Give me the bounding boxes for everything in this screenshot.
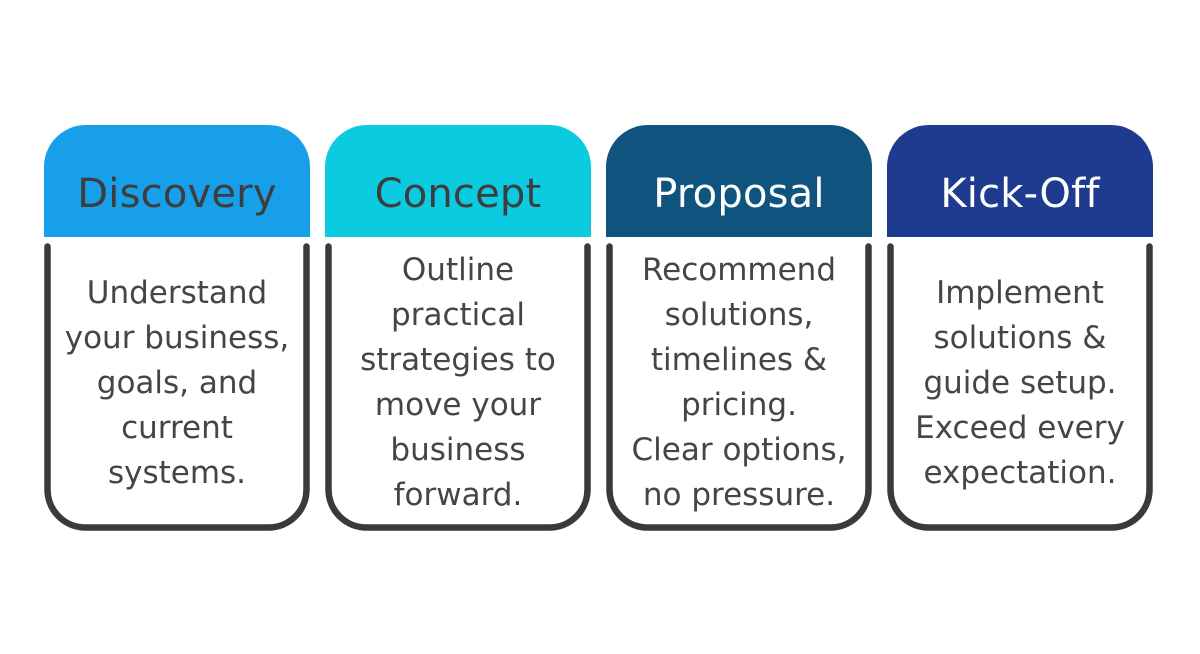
card-concept-body: Outline practical strategies to move you…	[325, 243, 591, 531]
card-proposal: Proposal Recommend solutions, timelines …	[606, 125, 872, 531]
card-kick-off: Kick-Off Implement solutions & guide set…	[887, 125, 1153, 531]
card-outline-path	[887, 243, 1153, 531]
card-kick-off-body: Implement solutions & guide setup. Excee…	[887, 243, 1153, 531]
card-kick-off-description: Implement solutions & guide setup. Excee…	[915, 274, 1125, 491]
card-discovery-header: Discovery	[44, 125, 310, 237]
card-proposal-description: Recommend solutions, timelines & pricing…	[631, 252, 847, 513]
process-cards-row: Discovery Understand your business, goal…	[44, 125, 1153, 531]
card-outline-shape	[606, 243, 872, 531]
card-kick-off-header: Kick-Off	[887, 125, 1153, 237]
card-outline-path	[44, 243, 310, 531]
card-proposal-header: Proposal	[606, 125, 872, 237]
card-concept-description: Outline practical strategies to move you…	[360, 252, 556, 513]
card-outline-path	[325, 243, 591, 531]
card-outline-path	[606, 243, 872, 531]
card-discovery-title: Discovery	[77, 171, 277, 217]
card-kick-off-title: Kick-Off	[940, 171, 1100, 217]
card-discovery: Discovery Understand your business, goal…	[44, 125, 310, 531]
card-outline-shape	[44, 243, 310, 531]
card-proposal-title: Proposal	[653, 171, 825, 217]
card-outline-shape	[325, 243, 591, 531]
card-concept-header: Concept	[325, 125, 591, 237]
card-concept-title: Concept	[374, 171, 542, 217]
card-outline-shape	[887, 243, 1153, 531]
card-concept: Concept Outline practical strategies to …	[325, 125, 591, 531]
card-discovery-description: Understand your business, goals, and cur…	[64, 274, 290, 491]
card-proposal-body: Recommend solutions, timelines & pricing…	[606, 243, 872, 531]
card-discovery-body: Understand your business, goals, and cur…	[44, 243, 310, 531]
